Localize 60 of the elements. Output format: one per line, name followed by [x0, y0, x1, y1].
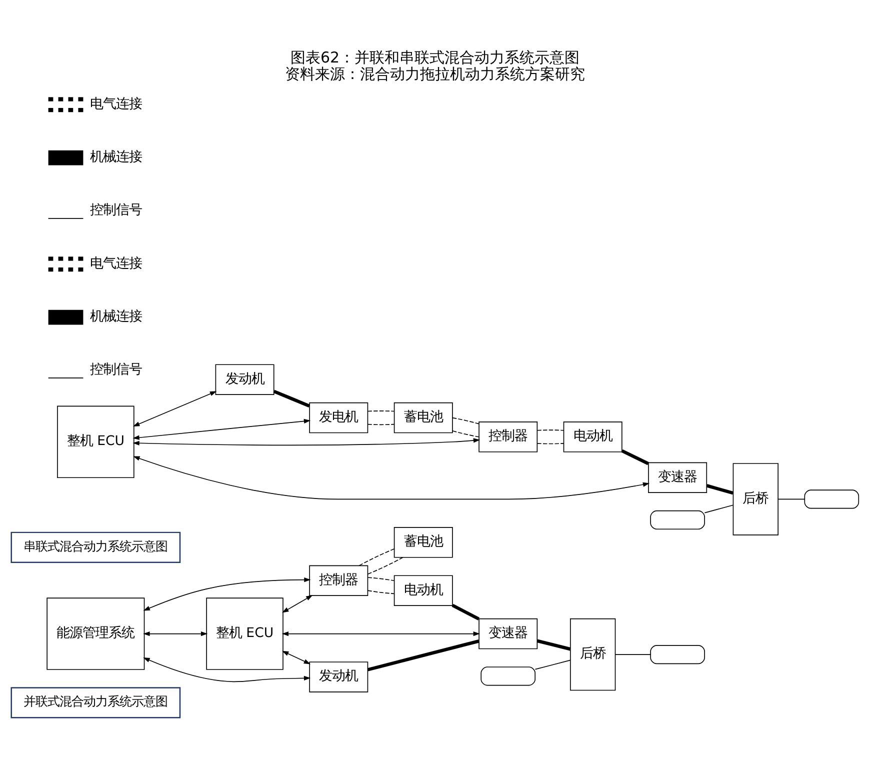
- node-box: 变速器: [648, 462, 708, 493]
- connector: [536, 443, 564, 444]
- node-box: 并联式混合动力系统示意图: [10, 687, 181, 718]
- legend-label: 电气连接: [90, 96, 142, 112]
- connector: [452, 604, 480, 620]
- caption: 资料来源：混合动力拖拉机动力系统方案研究: [285, 65, 585, 84]
- node-box: [804, 490, 860, 509]
- arrow: [282, 631, 480, 636]
- connector: [536, 430, 564, 431]
- connector: [452, 417, 480, 424]
- arrow: [282, 650, 311, 664]
- node-box: [650, 645, 705, 664]
- diagram-title: 图表62：并联和串联式混合动力系统示意图: [290, 48, 580, 67]
- arrow: [133, 456, 650, 500]
- connector: [536, 639, 571, 651]
- connector: [273, 390, 310, 408]
- arrow: [143, 577, 311, 611]
- connector: [367, 590, 394, 594]
- connector: [778, 498, 806, 500]
- node-box: 电动机: [563, 422, 622, 452]
- legend-label: 控制信号: [90, 362, 142, 378]
- node-box: 控制器: [309, 565, 368, 596]
- legend-label: 机械连接: [90, 309, 142, 324]
- connector: [367, 640, 480, 672]
- arrow: [132, 391, 217, 426]
- node-box: 变速器: [478, 618, 538, 650]
- node-box: 发动机: [309, 662, 368, 692]
- node-box: 发动机: [215, 364, 274, 395]
- connector: [452, 430, 480, 438]
- node-box: 串联式混合动力系统示意图: [10, 532, 181, 563]
- node-box: [480, 666, 536, 686]
- node-box: 整机 ECU: [206, 598, 284, 670]
- arrow: [143, 657, 311, 682]
- node-box: 整机 ECU: [57, 406, 134, 478]
- arrow: [132, 438, 480, 446]
- node-box: 电动机: [394, 575, 453, 606]
- node-box: [650, 510, 705, 530]
- legend-label: 电气连接: [90, 256, 142, 272]
- arrow: [143, 631, 208, 636]
- node-box: 控制器: [478, 422, 538, 452]
- connector: [367, 424, 394, 426]
- arrow: [282, 595, 313, 613]
- connector: [367, 410, 394, 412]
- node-box: 发电机: [309, 402, 368, 434]
- connector: [704, 504, 734, 514]
- node-box: 后桥: [570, 618, 616, 691]
- node-box: 蓄电池: [394, 527, 453, 558]
- legend-label: 机械连接: [90, 150, 142, 165]
- legend-label: 控制信号: [90, 203, 142, 218]
- connector: [367, 577, 394, 582]
- connector: [621, 449, 649, 466]
- node-box: 后桥: [732, 463, 778, 536]
- connector: [534, 660, 571, 670]
- node-box: 蓄电池: [394, 402, 453, 434]
- connector: [358, 548, 395, 566]
- arrow: [132, 418, 311, 440]
- connector: [367, 557, 404, 575]
- connector: [706, 484, 734, 495]
- connector: [614, 654, 651, 655]
- node-box: 能源管理系统: [46, 598, 145, 670]
